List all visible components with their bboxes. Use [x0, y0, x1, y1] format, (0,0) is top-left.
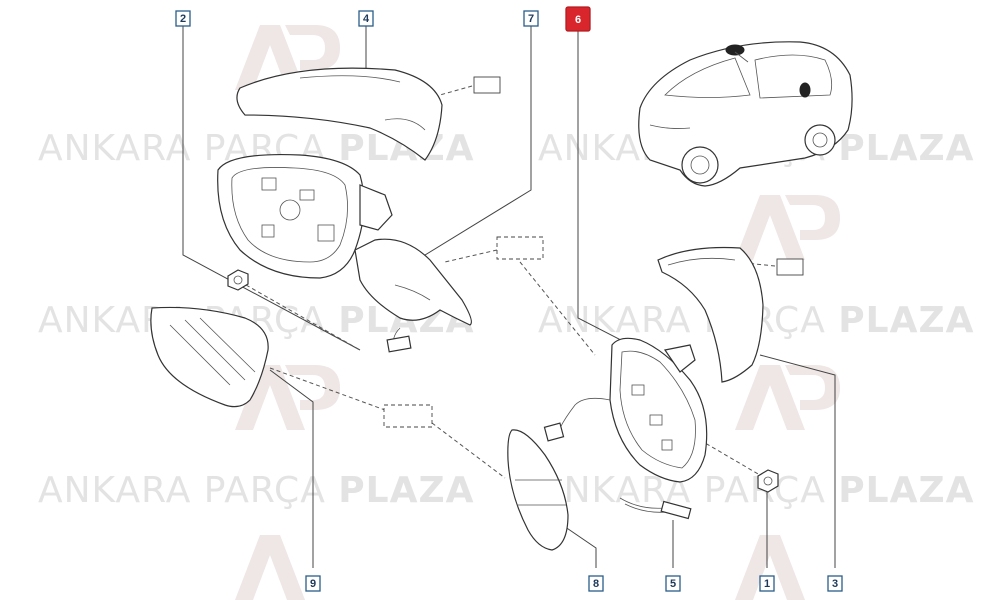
ref-box-cover-new — [776, 258, 804, 276]
watermark-logo — [235, 535, 305, 600]
mirror-glass-new — [507, 429, 569, 551]
svg-text:6: 6 — [575, 14, 581, 26]
svg-text:4: 4 — [363, 13, 370, 25]
svg-text:2: 2 — [180, 13, 186, 25]
ref-box-cover-old — [473, 76, 501, 94]
watermark-logo — [735, 365, 840, 430]
watermark-row: ANKARA PARÇA PLAZA — [538, 300, 974, 341]
watermark-logos — [235, 25, 840, 600]
mirror-frame-new — [543, 337, 708, 483]
svg-text:5: 5 — [670, 578, 676, 590]
callout-9[interactable]: 9 — [305, 575, 321, 592]
watermark-logo — [235, 365, 340, 430]
leader-3 — [759, 354, 836, 568]
mirror-glass-old — [150, 306, 269, 408]
callout-8[interactable]: 8 — [588, 575, 604, 592]
watermark-row: ANKARA PARÇA PLAZA — [538, 470, 974, 511]
dash-nut — [245, 284, 361, 351]
reference-boxes — [383, 76, 804, 428]
dash-cover-ref — [439, 85, 473, 96]
leader-9 — [269, 369, 314, 568]
dash-nut-new — [699, 439, 766, 479]
callout-6[interactable]: 6 — [565, 6, 591, 32]
svg-text:1: 1 — [764, 578, 770, 590]
leader-8 — [554, 519, 597, 568]
nut-old — [227, 269, 249, 291]
dash-body-to-frame — [519, 261, 596, 356]
callout-7[interactable]: 7 — [523, 10, 539, 27]
leader-7 — [424, 26, 532, 256]
mirror-cover-old — [236, 67, 443, 161]
callout-5[interactable]: 5 — [665, 575, 681, 592]
svg-text:8: 8 — [593, 578, 599, 590]
car-illustration — [638, 41, 853, 187]
callout-3[interactable]: 3 — [827, 575, 843, 592]
ref-box-body — [496, 236, 544, 260]
svg-text:7: 7 — [528, 13, 534, 25]
watermark-logo — [735, 535, 805, 600]
callout-4[interactable]: 4 — [358, 10, 374, 27]
turn-signal-part — [619, 497, 692, 520]
watermark-logo — [735, 195, 840, 260]
mirror-body-old — [217, 154, 472, 353]
svg-text:9: 9 — [310, 578, 316, 590]
ref-box-glass — [383, 404, 433, 428]
leader-2 — [182, 26, 361, 351]
nut-new — [757, 469, 779, 493]
assembly-lines — [245, 85, 776, 479]
svg-text:3: 3 — [832, 578, 838, 590]
watermark-row: ANKARA PARÇA PLAZA — [38, 470, 474, 511]
dash-body-ref — [444, 249, 498, 263]
callouts: 2 4 7 6 9 8 5 1 — [175, 6, 843, 592]
callout-1[interactable]: 1 — [759, 575, 775, 592]
dash-glass-to-new — [431, 422, 506, 479]
callout-2[interactable]: 2 — [175, 10, 191, 27]
mirror-cover-new — [657, 246, 764, 383]
